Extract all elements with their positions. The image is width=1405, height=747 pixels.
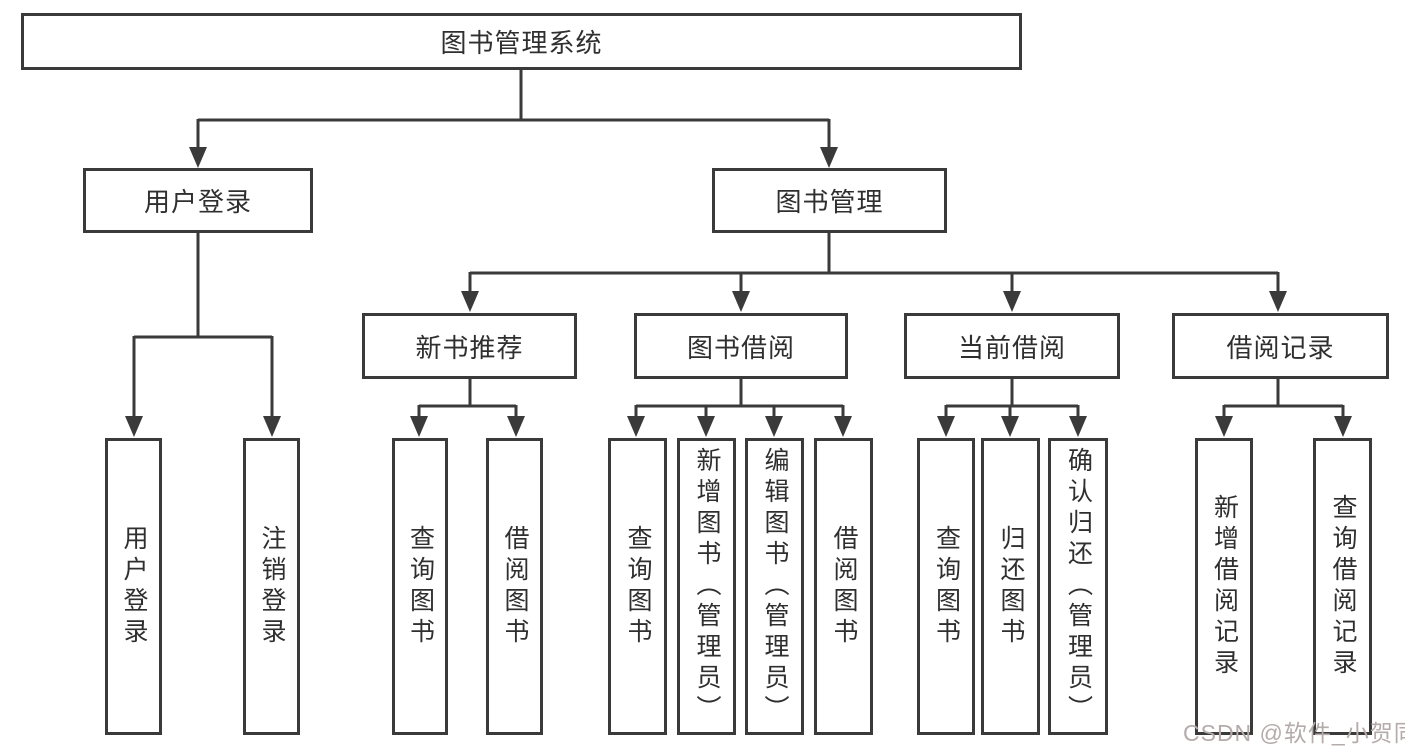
node-root-library-system: 图书管理系统 bbox=[21, 13, 1022, 70]
node-book-borrow: 图书借阅 bbox=[634, 313, 848, 379]
connector-root-to-level1 bbox=[189, 69, 838, 168]
leaf-add-borrow-record: 新增借阅记录 bbox=[1195, 438, 1253, 735]
leaf-query-books-1: 查询图书 bbox=[392, 438, 448, 735]
leaf-query-books-3: 查询图书 bbox=[917, 438, 975, 735]
node-user-login: 用户登录 bbox=[83, 168, 313, 233]
connector-user-login-children bbox=[125, 233, 281, 437]
node-new-book-recommend: 新书推荐 bbox=[362, 313, 577, 379]
node-borrow-records: 借阅记录 bbox=[1172, 313, 1389, 379]
leaf-logout: 注销登录 bbox=[243, 438, 300, 735]
connector-borrow-record-children bbox=[1215, 379, 1352, 437]
csdn-watermark: CSDN @软件_小贺同学 bbox=[1183, 720, 1405, 746]
node-book-management: 图书管理 bbox=[712, 168, 947, 233]
leaf-query-books-2: 查询图书 bbox=[608, 438, 667, 735]
leaf-user-login: 用户登录 bbox=[105, 438, 162, 735]
leaf-confirm-return-admin: 确认归还（管理员） bbox=[1048, 438, 1108, 735]
leaf-borrow-books-1: 借阅图书 bbox=[486, 438, 543, 735]
connector-current-borrow-children bbox=[937, 379, 1087, 437]
connector-book-borrow-children bbox=[627, 379, 852, 437]
connector-book-management-to-level2 bbox=[461, 233, 1287, 312]
leaf-borrow-books-2: 借阅图书 bbox=[814, 438, 873, 735]
connector-new-book-children bbox=[410, 379, 525, 437]
leaf-edit-book-admin: 编辑图书（管理员） bbox=[745, 438, 804, 735]
leaf-query-borrow-record: 查询借阅记录 bbox=[1313, 438, 1372, 735]
leaf-add-book-admin: 新增图书（管理员） bbox=[677, 438, 736, 735]
node-current-borrow: 当前借阅 bbox=[904, 313, 1120, 379]
leaf-return-book: 归还图书 bbox=[981, 438, 1040, 735]
